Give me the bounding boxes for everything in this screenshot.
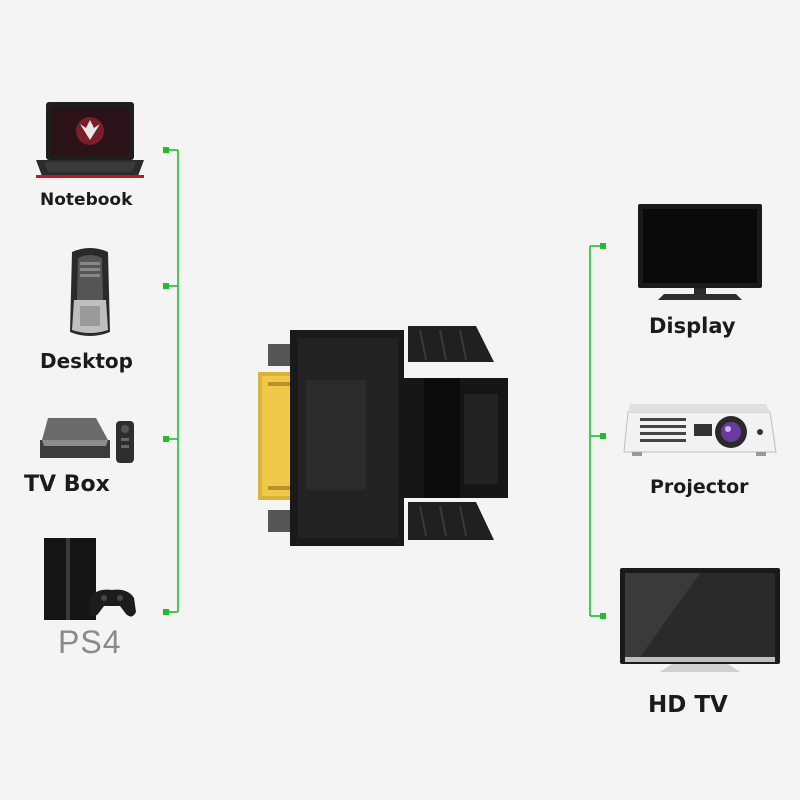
notebook-icon xyxy=(36,102,144,178)
tv-box-icon xyxy=(40,418,134,463)
source-label-tv-box: TV Box xyxy=(24,472,110,497)
desktop-tower-icon xyxy=(70,248,110,336)
source-label-notebook: Notebook xyxy=(40,190,133,210)
output-label-hd-tv: HD TV xyxy=(648,692,728,718)
output-bracket-dots xyxy=(600,243,606,619)
source-label-ps4: PS4 xyxy=(58,624,122,660)
dvi-to-hdmi-adapter-icon xyxy=(258,326,508,546)
output-label-display: Display xyxy=(649,314,736,338)
source-bracket-dots xyxy=(163,147,169,615)
source-label-desktop: Desktop xyxy=(40,349,133,373)
output-label-projector: Projector xyxy=(650,476,749,498)
monitor-icon xyxy=(638,204,762,300)
hdtv-icon xyxy=(620,568,780,672)
projector-icon xyxy=(623,404,777,456)
output-bracket xyxy=(589,245,604,617)
ps4-console-icon xyxy=(44,538,136,620)
source-bracket xyxy=(166,149,179,613)
